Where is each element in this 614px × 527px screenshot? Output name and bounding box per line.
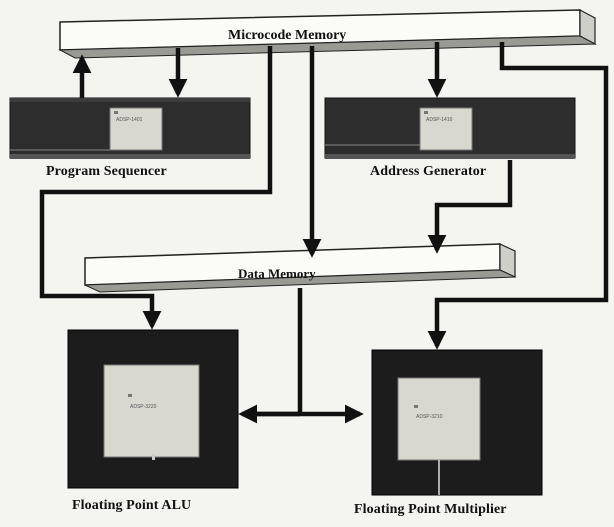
bus-lines [39,42,609,424]
microcode-memory-label: Microcode Memory [228,28,347,43]
fp-multiplier-chip: ADSP-3210 [371,349,543,496]
sequencer-chip-mark: ADSP-1401 [116,117,143,123]
program-sequencer-caption: Program Sequencer [46,164,167,179]
data-memory-label: Data Memory [238,266,316,281]
fp-alu-caption: Floating Point ALU [72,498,192,513]
alu-chip-mark: ADSP-3220 [130,404,157,410]
address-generator-caption: Address Generator [370,164,487,179]
fp-multiplier-caption: Floating Point Multiplier [354,502,507,517]
multiplier-chip-mark: ADSP-3210 [416,414,443,420]
address-generator-chip: ADSP-1410 [324,97,576,159]
address-gen-chip-mark: ADSP-1410 [426,117,453,123]
fp-alu-chip: ADSP-3220 [67,329,239,489]
microcode-memory-bar [58,9,597,59]
data-memory-bar [84,243,516,293]
program-sequencer-chip: ADSP-1401 [9,97,251,159]
